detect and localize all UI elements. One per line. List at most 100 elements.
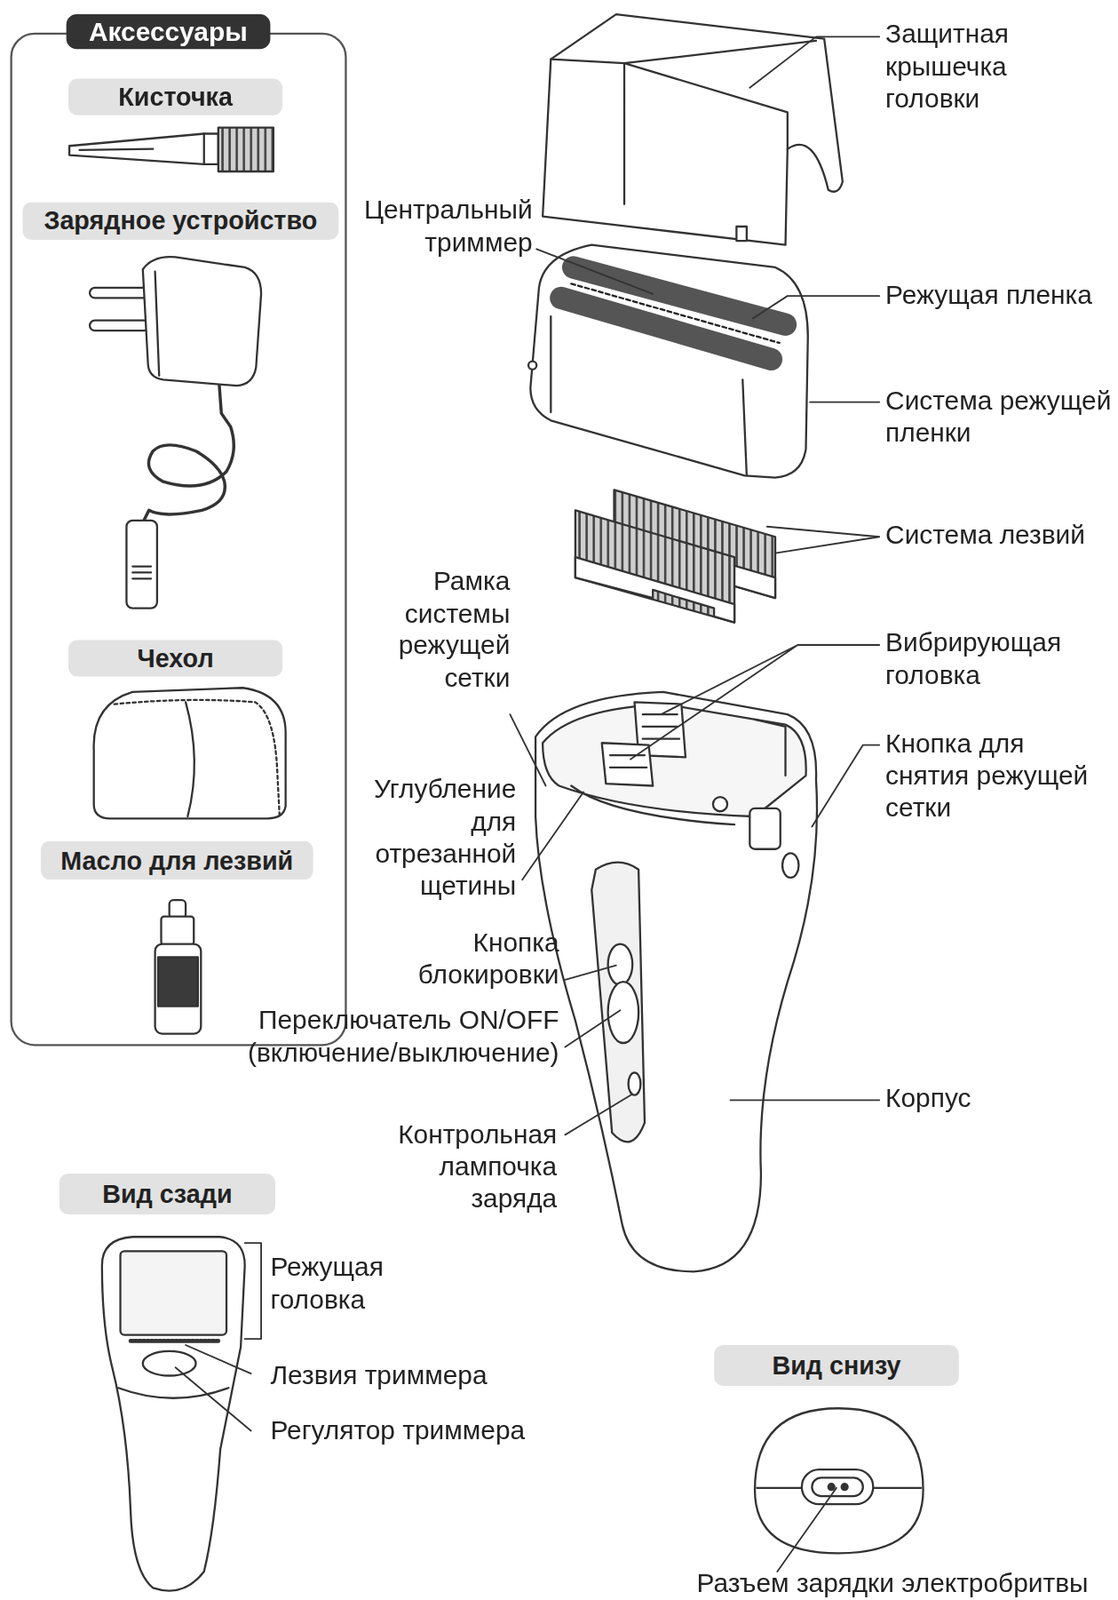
charger-cable: [142, 385, 234, 523]
part-label: Режущая головка: [269, 1250, 403, 1316]
front-panel: [591, 862, 645, 1142]
part-label: Корпус: [885, 1082, 971, 1115]
label-pill: Вид сзади: [59, 1173, 277, 1214]
part-label: Разъем зарядки электробритвы: [697, 1566, 1089, 1599]
leader-lines: [175, 36, 881, 1571]
power-switch: [608, 981, 639, 1043]
cap-illustration: [542, 14, 843, 246]
label-pill: Кисточка: [68, 78, 283, 115]
brush-bristles: [218, 127, 274, 172]
part-label: Кнопка для снятия режущей сетки: [885, 727, 1105, 825]
charge-socket: [801, 1468, 873, 1504]
pill-label: Кисточка: [118, 81, 233, 112]
rear-contour: [118, 1387, 229, 1397]
part-label: Кнопка блокировки: [405, 926, 559, 992]
shaver-outline: [535, 691, 817, 1271]
label-pill: Чехол: [68, 639, 283, 676]
part-label: Защитная крышечка головки: [885, 18, 1029, 116]
pill-label: Масло для лезвий: [60, 845, 294, 875]
charger-plug-grip: [132, 566, 151, 579]
foil-system-illustration: [528, 245, 809, 478]
pill-label: Чехол: [137, 642, 215, 673]
bottle-cap: [160, 916, 194, 945]
trimmer-blades: [130, 1338, 219, 1343]
pill-label: Зарядное устройство: [43, 206, 318, 236]
shaver-body-illustration: [535, 691, 817, 1271]
leader-line: [564, 1093, 633, 1134]
foil-release-button: [749, 808, 780, 849]
leader-line: [522, 791, 584, 880]
case-illustration: [94, 687, 286, 818]
accessories-panel: АксессуарыКисточкаЗарядное устройствоЧех…: [9, 32, 347, 1047]
trimmer-slider: [142, 1350, 197, 1376]
leader-line: [536, 248, 653, 294]
part-label: Регулятор триммера: [269, 1413, 525, 1446]
leader-line: [749, 36, 880, 88]
label-pill: Вид снизу: [713, 1344, 960, 1386]
cap-edges: [550, 40, 817, 205]
socket-pin: [828, 1482, 835, 1490]
pill-label: Вид снизу: [771, 1349, 901, 1380]
center-trimmer: [570, 283, 779, 343]
leader-line: [175, 1366, 252, 1430]
rear-outline: [102, 1236, 246, 1590]
pill-label: Вид сзади: [102, 1178, 232, 1208]
bottom-outline: [754, 1407, 924, 1553]
leader-line: [564, 1009, 620, 1047]
part-label: Рамка системы режущей сетки: [377, 564, 510, 695]
brush-handle: [69, 133, 219, 164]
label-pill: Зарядное устройство: [22, 201, 339, 240]
leader-line: [777, 1487, 837, 1571]
center-trimmer-line: [570, 283, 779, 343]
part-label: Лезвия триммера: [269, 1358, 487, 1391]
charge-socket-inner: [811, 1476, 863, 1496]
socket-pin: [841, 1482, 849, 1490]
part-label: Вибрирующая головка: [885, 626, 1090, 691]
head-bracket: [245, 1242, 262, 1339]
leader-line: [811, 745, 880, 827]
charger-plug: [126, 520, 157, 609]
charger-prong: [89, 320, 150, 331]
charge-lamp: [628, 1071, 642, 1095]
leader-line: [767, 526, 880, 554]
side-button: [782, 852, 799, 878]
part-label: Система режущей пленки: [885, 384, 1118, 450]
foil-frame: [530, 245, 808, 478]
blade-comb-base: [575, 556, 735, 623]
charger-prong: [89, 287, 150, 298]
foil-frame-edge: [550, 316, 747, 476]
part-label: Режущая пленка: [885, 279, 1093, 312]
cap-outline: [542, 14, 843, 246]
bottom-view-illustration: [754, 1407, 924, 1553]
case-zipper: [114, 699, 280, 815]
label-pill: Масло для лезвий: [40, 840, 314, 881]
leader-line: [729, 1098, 880, 1101]
leader-line: [630, 644, 880, 760]
bottle-label: [158, 957, 199, 1007]
frame-pin: [528, 361, 537, 370]
case-seam: [185, 701, 195, 817]
brush-illustration: [69, 127, 274, 172]
part-label: Переключатель ON/OFF (включение/выключен…: [232, 1003, 560, 1069]
rear-view-illustration: [102, 1236, 246, 1590]
leader-line: [185, 1344, 252, 1373]
bottle-body: [155, 943, 202, 1034]
leader-line: [564, 965, 616, 980]
panel-heading: Аксессуары: [66, 14, 270, 49]
part-label: Центральный триммер: [354, 193, 533, 259]
frame-pin: [713, 796, 728, 811]
leader-line: [753, 295, 880, 318]
part-label: Система лезвий: [885, 519, 1086, 552]
oil-bottle-illustration: [155, 899, 202, 1033]
cap-notch: [736, 226, 746, 241]
part-label: Контрольная лампочка заряда: [383, 1118, 557, 1215]
case-body: [94, 687, 286, 818]
brush-detail: [79, 133, 205, 164]
lock-button: [608, 943, 634, 985]
rear-head: [120, 1250, 227, 1334]
charger-body: [142, 256, 262, 386]
part-label: Углубление для отрезанной щетины: [363, 773, 516, 904]
blade-system-illustration: [575, 489, 776, 622]
leader-line: [809, 401, 880, 404]
